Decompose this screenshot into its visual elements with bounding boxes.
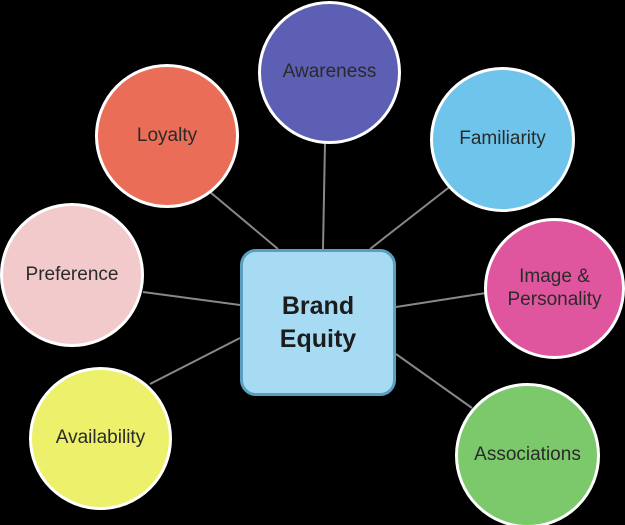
center-line1: Brand [281,292,355,320]
center-label: Brand Equity [280,290,356,355]
node-awareness-label: Awareness [282,61,377,83]
center-brand-equity: Brand Equity [240,249,396,396]
node-image-personality-label: Image & Personality [508,266,602,312]
node-preference-label: Preference [25,263,119,285]
connector-availability [149,337,241,385]
node-loyalty: Loyalty [95,64,239,208]
node-availability-label: Availability [55,427,146,449]
connector-preference [142,291,241,306]
connector-associations [395,353,473,409]
node-familiarity-label: Familiarity [459,128,546,150]
node-associations-label: Associations [474,444,581,466]
connector-familiarity [369,184,453,250]
connector-image [395,292,487,308]
node-associations: Associations [455,383,600,525]
center-line2: Equity [279,324,357,353]
node-availability: Availability [29,367,172,510]
connector-awareness [322,141,326,250]
node-awareness: Awareness [258,1,401,144]
node-loyalty-label: Loyalty [136,124,198,146]
node-familiarity: Familiarity [430,67,575,212]
node-image-line1: Image & [519,265,590,287]
node-preference: Preference [0,203,144,347]
node-image-personality: Image & Personality [484,218,625,359]
connector-loyalty [209,191,279,250]
node-image-line2: Personality [507,288,602,310]
